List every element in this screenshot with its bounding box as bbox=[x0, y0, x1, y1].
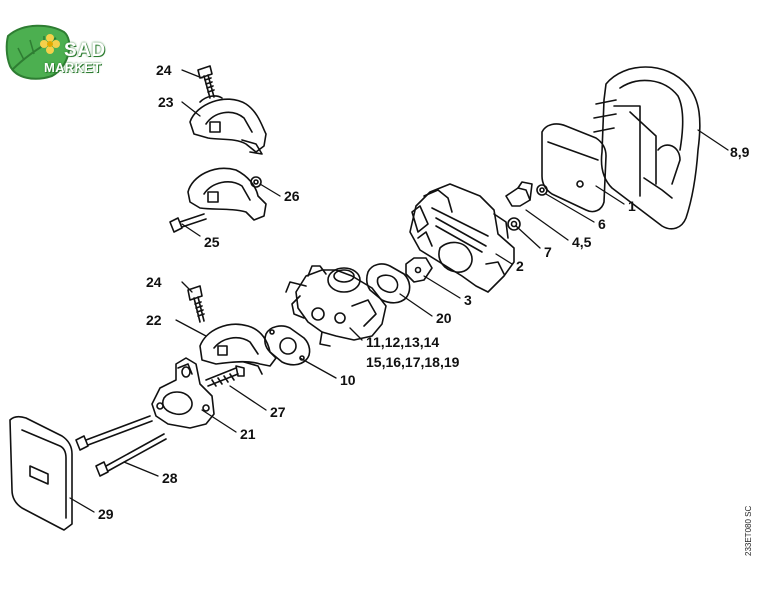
part-6-washer bbox=[536, 184, 548, 196]
part-8-9-cover bbox=[593, 66, 701, 230]
callout-15-19: 15,16,17,18,19 bbox=[366, 354, 460, 370]
part-4-5-bracket bbox=[505, 181, 533, 207]
callout-4-5: 4,5 bbox=[572, 234, 592, 250]
drawing-code: 233ET080 SC bbox=[744, 505, 753, 556]
part-7-nut bbox=[507, 217, 521, 231]
callout-8-9: 8,9 bbox=[730, 144, 750, 160]
carburetor bbox=[285, 265, 387, 347]
callout-27: 27 bbox=[270, 404, 286, 420]
part-1-filter bbox=[541, 123, 607, 213]
callout-21: 21 bbox=[240, 426, 256, 442]
callout-25: 25 bbox=[204, 234, 220, 250]
part-23-shell bbox=[189, 95, 267, 155]
part-26-shell bbox=[187, 167, 267, 221]
part-22-shell bbox=[199, 323, 277, 375]
callout-26: 26 bbox=[284, 188, 300, 204]
screw-24-top bbox=[197, 65, 215, 99]
callout-3: 3 bbox=[464, 292, 472, 308]
callout-24-bottom: 24 bbox=[146, 274, 162, 290]
callout-28: 28 bbox=[162, 470, 178, 486]
part-10-gasket bbox=[264, 325, 311, 366]
screw-24-bottom bbox=[187, 285, 205, 323]
callout-22: 22 bbox=[146, 312, 162, 328]
screw-25 bbox=[169, 213, 207, 233]
logo-text-market: MARKET bbox=[44, 60, 102, 75]
part-29-shield bbox=[9, 415, 73, 531]
callout-23: 23 bbox=[158, 94, 174, 110]
callout-6: 6 bbox=[598, 216, 606, 232]
callout-11-14: 11,12,13,14 bbox=[366, 334, 440, 350]
part-28-bolts bbox=[75, 415, 167, 477]
callout-24-top: 24 bbox=[156, 62, 172, 78]
logo-text-sad: SAD bbox=[64, 40, 106, 61]
leaf-logo-icon bbox=[5, 24, 71, 80]
callout-1: 1 bbox=[628, 198, 636, 214]
callout-7: 7 bbox=[544, 244, 552, 260]
callout-2: 2 bbox=[516, 258, 524, 274]
flower-icon bbox=[40, 34, 60, 54]
part-27-screw bbox=[205, 365, 245, 387]
callout-20: 20 bbox=[436, 310, 452, 326]
leader-lines bbox=[69, 69, 729, 513]
callout-29: 29 bbox=[98, 506, 114, 522]
part-2-housing bbox=[409, 183, 515, 293]
part-3-bracket bbox=[405, 257, 433, 283]
sad-market-logo[interactable]: SAD MARKET bbox=[4, 22, 116, 82]
part-21-flange bbox=[151, 357, 215, 429]
callout-10: 10 bbox=[340, 372, 356, 388]
